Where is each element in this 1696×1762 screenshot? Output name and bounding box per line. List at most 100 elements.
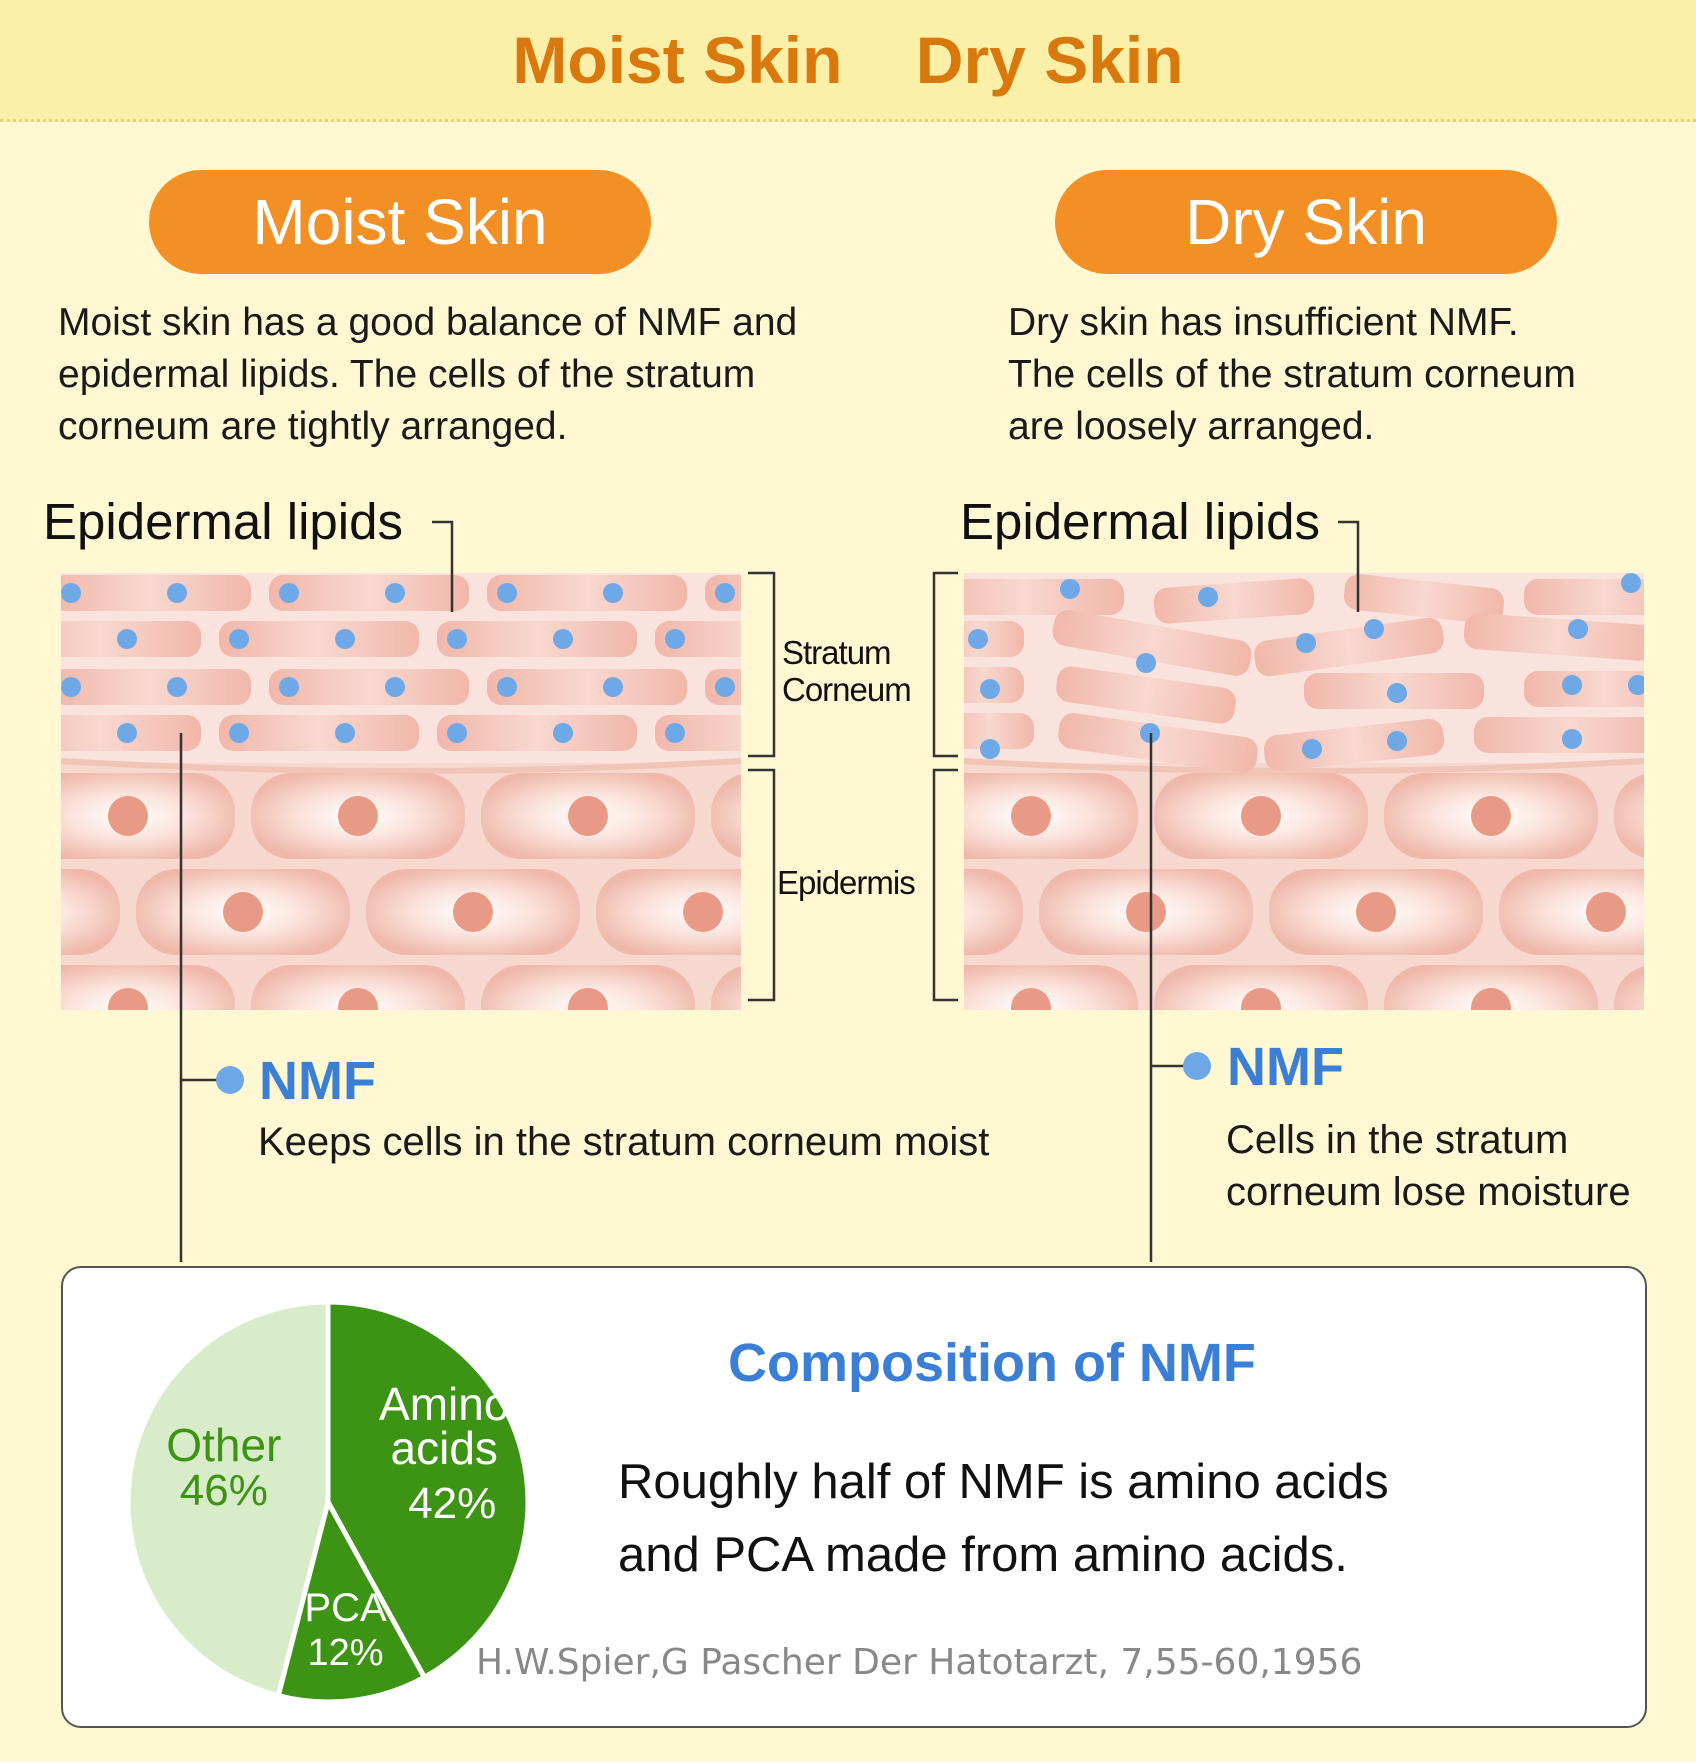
pie-value-label: 12% <box>308 1632 384 1674</box>
epidermis-bracket-right <box>932 768 958 1002</box>
nmf-dot <box>1568 619 1588 639</box>
nmf-dot <box>167 677 187 697</box>
nmf-dot <box>1621 573 1641 593</box>
nmf-dot <box>385 583 405 603</box>
pie-value-label: 46% <box>180 1466 268 1515</box>
moist-desc-line: epidermal lipids. The cells of the strat… <box>58 353 756 396</box>
nmf-dot <box>447 629 467 649</box>
nmf-dot <box>980 679 1000 699</box>
nmf-dot <box>1198 587 1218 607</box>
epidermis-cell <box>711 774 741 858</box>
dry-nmf-dot <box>1183 1052 1211 1080</box>
dry-nmf-text: Cells in the stratum corneum lose moistu… <box>1226 1114 1631 1218</box>
corneum-cell <box>437 621 637 657</box>
nmf-dot <box>603 677 623 697</box>
nmf-dot <box>968 629 988 649</box>
dry-desc-line: The cells of the stratum corneum <box>1008 353 1576 396</box>
dry-nmf-title: NMF <box>1227 1037 1344 1097</box>
epidermis-cell <box>964 965 1138 1010</box>
nmf-dot <box>1562 675 1582 695</box>
corneum-cell <box>1524 671 1644 707</box>
epidermis-cell <box>711 966 741 1010</box>
cell-nucleus <box>1471 988 1511 1010</box>
dry-nmf-text-line: Cells in the stratum <box>1226 1118 1569 1162</box>
dry-lipids-label: Epidermal lipids <box>960 493 1320 550</box>
nmf-dot <box>1387 731 1407 751</box>
corneum-cell <box>219 621 419 657</box>
epidermis-cell <box>964 869 1023 955</box>
moist-nmf-title: NMF <box>259 1051 376 1111</box>
cell-nucleus <box>338 988 378 1010</box>
nmf-dot <box>1562 729 1582 749</box>
dry-desc-line: Dry skin has insufficient NMF. <box>1008 301 1519 344</box>
pie-label: acids <box>391 1422 498 1474</box>
nmf-dot <box>279 583 299 603</box>
pie-value-label: 42% <box>408 1479 496 1528</box>
nmf-dot <box>715 583 735 603</box>
moist-skin-illustration <box>61 573 741 1010</box>
nmf-dot <box>385 677 405 697</box>
nmf-dot <box>167 583 187 603</box>
nmf-dot <box>553 723 573 743</box>
moist-lipids-label: Epidermal lipids <box>43 493 403 550</box>
cell-nucleus <box>1011 796 1051 836</box>
composition-text-line: and PCA made from amino acids. <box>618 1528 1348 1582</box>
moist-skin-pill: Moist Skin <box>149 170 651 274</box>
nmf-dot <box>117 723 137 743</box>
epidermis-cell <box>1614 774 1644 858</box>
moist-desc-line: corneum are tightly arranged. <box>58 405 568 448</box>
nmf-dot <box>715 677 735 697</box>
nmf-dot <box>335 629 355 649</box>
nmf-dot <box>497 583 517 603</box>
moist-desc-line: Moist skin has a good balance of NMF and <box>58 301 798 344</box>
pie-label: Amino <box>379 1378 509 1430</box>
corneum-cell <box>487 575 687 611</box>
dry-desc-line: are loosely arranged. <box>1008 405 1375 448</box>
dry-nmf-text-line: corneum lose moisture <box>1226 1170 1631 1214</box>
nmf-dot <box>980 739 1000 759</box>
corneum-cell <box>1524 579 1644 615</box>
nmf-dot <box>665 629 685 649</box>
nmf-dot <box>335 723 355 743</box>
epidermis-cell <box>1154 965 1368 1010</box>
corneum-cell <box>61 669 251 705</box>
cell-nucleus <box>1011 988 1051 1010</box>
corneum-cell <box>1058 713 1258 773</box>
epidermis-cell <box>1499 869 1644 955</box>
nmf-dot <box>1628 675 1644 695</box>
dry-skin-illustration <box>964 573 1644 1010</box>
epidermis-cell <box>481 965 695 1010</box>
pie-slice <box>325 1299 531 1681</box>
corneum-cell <box>61 575 251 611</box>
cell-nucleus <box>108 796 148 836</box>
epidermis-cell <box>596 869 741 955</box>
dry-description: Dry skin has insufficient NMF. The cells… <box>1008 297 1576 453</box>
corneum-cell <box>1343 574 1505 624</box>
composition-title: Composition of NMF <box>728 1333 1256 1393</box>
corneum-cell <box>269 575 469 611</box>
cell-nucleus <box>1126 892 1166 932</box>
corneum-cell <box>1474 717 1644 753</box>
corneum-cell <box>1463 613 1644 661</box>
corneum-cell <box>487 669 687 705</box>
nmf-dot <box>553 629 573 649</box>
epidermis-cell <box>61 869 120 955</box>
cell-nucleus <box>1356 892 1396 932</box>
stratum-bracket-left <box>748 571 776 758</box>
moist-nmf-text: Keeps cells in the stratum corneum moist <box>258 1116 989 1168</box>
pie-slice <box>275 1495 428 1705</box>
nmf-dot <box>447 723 467 743</box>
corneum-cell <box>964 713 1034 749</box>
nmf-dot <box>61 677 81 697</box>
corneum-cell <box>437 715 637 751</box>
epidermis-label: Epidermis <box>777 864 916 901</box>
stratum-bracket-right <box>932 571 958 758</box>
dry-skin-pill: Dry Skin <box>1055 170 1557 274</box>
cell-nucleus <box>568 796 608 836</box>
epidermis-cell <box>61 965 235 1010</box>
cell-nucleus <box>568 988 608 1010</box>
moist-nmf-text-line: Keeps cells in the stratum corneum moist <box>258 1120 990 1164</box>
nmf-dot <box>229 629 249 649</box>
nmf-dot <box>603 583 623 603</box>
